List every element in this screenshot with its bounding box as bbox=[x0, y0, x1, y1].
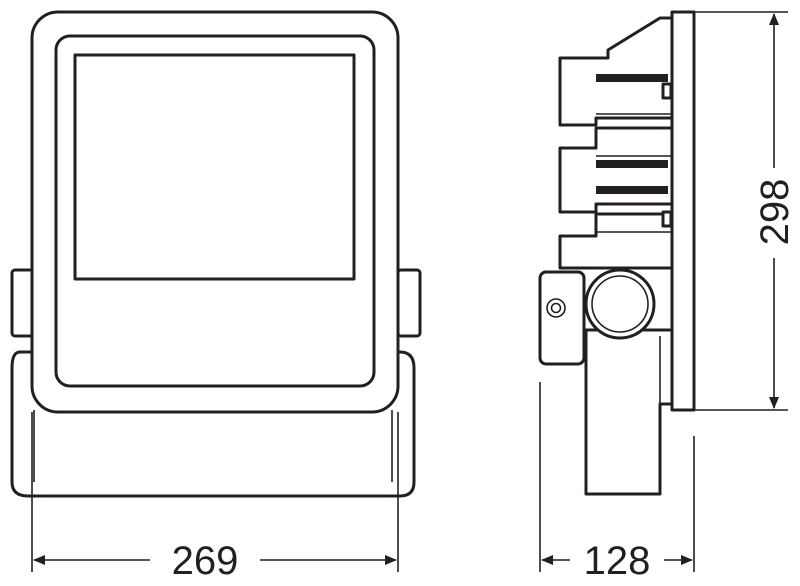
height-dimension: 298 bbox=[694, 11, 797, 411]
side-stud-2 bbox=[661, 210, 673, 228]
side-fin-2 bbox=[596, 160, 668, 168]
side-screw-inner bbox=[550, 302, 562, 314]
side-bracket-arm bbox=[584, 328, 674, 496]
height-label: 298 bbox=[753, 179, 797, 246]
side-heatsink bbox=[558, 16, 674, 270]
side-fin-3 bbox=[596, 186, 668, 194]
depth-label: 128 bbox=[584, 539, 651, 583]
side-pivot-knob bbox=[584, 268, 656, 340]
front-lens bbox=[73, 53, 356, 281]
front-view bbox=[10, 10, 422, 498]
side-adjust-block bbox=[538, 270, 586, 366]
side-screw-outer bbox=[546, 298, 566, 318]
side-pivot-inner bbox=[591, 275, 649, 333]
side-front-plate bbox=[670, 10, 696, 412]
depth-dimension: 128 bbox=[539, 382, 695, 583]
front-right-clamp bbox=[396, 268, 422, 338]
width-dimension: 269 bbox=[31, 412, 399, 583]
side-view bbox=[538, 10, 696, 496]
side-stud-1 bbox=[661, 82, 673, 100]
width-label: 269 bbox=[172, 539, 239, 583]
side-fin-1 bbox=[596, 74, 668, 82]
